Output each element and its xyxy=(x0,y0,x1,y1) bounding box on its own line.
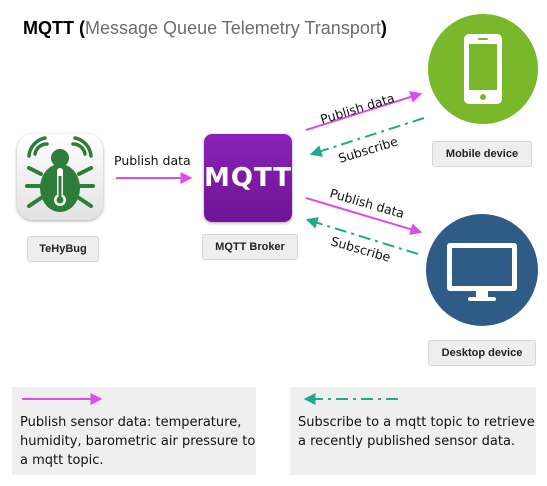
legend-publish-line: Publish sensor data: temperature, xyxy=(20,415,242,430)
legend-publish-arrow xyxy=(22,393,103,405)
smartphone-icon xyxy=(464,34,502,104)
desktop-device-node xyxy=(426,214,538,326)
legend-subscribe-arrow xyxy=(303,393,398,405)
mqtt-broker-label: MQTT Broker xyxy=(202,234,298,260)
arrow-broker-to-desktop xyxy=(305,197,423,236)
desktop-device-label: Desktop device xyxy=(428,340,536,366)
monitor-icon xyxy=(447,243,517,301)
title-full-name: Message Queue Telemetry Transport xyxy=(85,18,381,38)
legend-subscribe-text: Subscribe to a mqtt topic to retrieve a … xyxy=(298,413,547,451)
diagram-title: MQTT (Message Queue Telemetry Transport) xyxy=(23,18,387,39)
legend-publish-line: humidity, barometric air pressure to xyxy=(20,434,256,449)
legend-publish-line: a mqtt topic. xyxy=(20,453,104,468)
arrow-desktop-to-broker xyxy=(305,217,419,255)
tehybug-tile xyxy=(17,134,103,220)
arrow-broker-to-mobile xyxy=(305,91,423,131)
bug-thermometer-wifi-icon xyxy=(25,136,95,212)
legend-publish: Publish sensor data: temperature, humidi… xyxy=(12,387,256,475)
arrow-mobile-to-broker xyxy=(309,117,425,157)
legend-publish-text: Publish sensor data: temperature, humidi… xyxy=(20,413,266,470)
legend-subscribe-line: a recently published sensor data. xyxy=(298,434,516,449)
edge-label-mobile-to-broker: Subscribe xyxy=(336,133,399,165)
mqtt-broker-logo: MQTT xyxy=(204,134,292,222)
tehybug-label: TeHyBug xyxy=(27,236,99,262)
title-open-paren: ( xyxy=(79,18,86,38)
title-acronym: MQTT xyxy=(23,18,74,38)
mobile-device-label: Mobile device xyxy=(432,141,532,167)
mobile-device-node xyxy=(428,14,538,124)
edge-label-desktop-to-broker: Subscribe xyxy=(329,233,392,264)
edge-label-broker-to-mobile: Publish data xyxy=(318,90,396,127)
title-close-paren: ) xyxy=(380,18,387,38)
edge-label-bug-to-broker: Publish data xyxy=(114,153,191,168)
legend-subscribe: Subscribe to a mqtt topic to retrieve a … xyxy=(290,387,536,475)
legend-subscribe-line: Subscribe to a mqtt topic to retrieve xyxy=(298,415,535,430)
